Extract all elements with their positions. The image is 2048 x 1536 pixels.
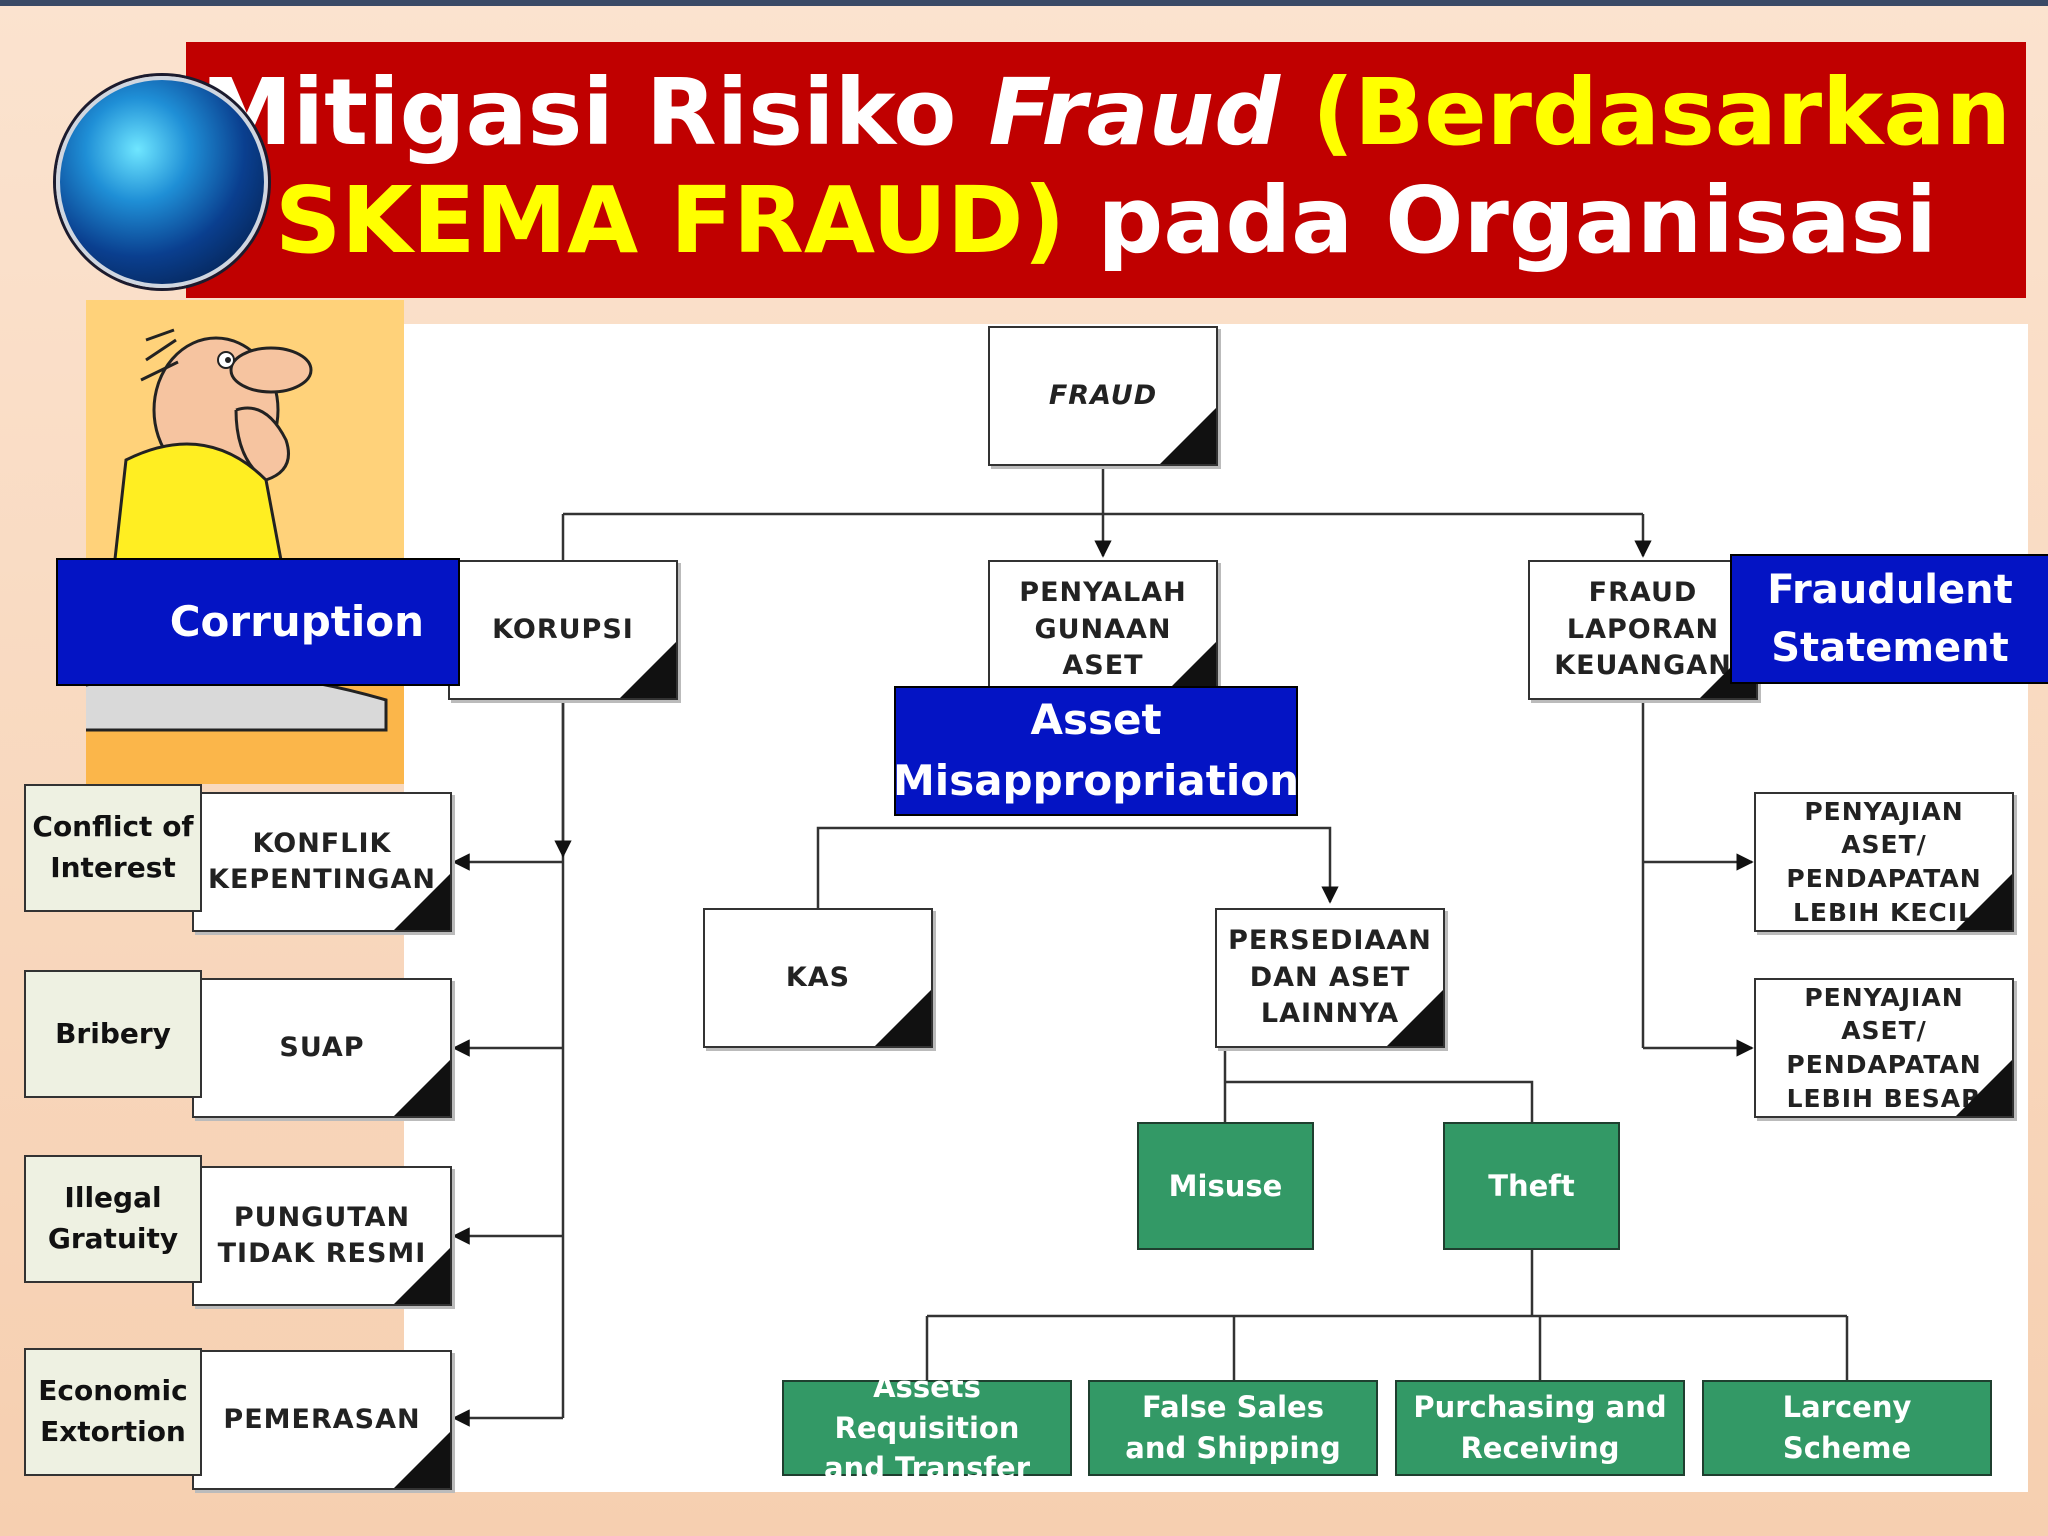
title-part-2: Fraud: [988, 59, 1281, 166]
box-misuse: Misuse: [1137, 1122, 1314, 1250]
label-asset-misappropriation: Asset Misappropriation: [893, 686, 1299, 816]
title-part-4: SKEMA FRAUD): [275, 167, 1066, 274]
title-line-2: SKEMA FRAUD) pada Organisasi: [186, 166, 2026, 276]
title-part-3: (Berdasarkan: [1280, 59, 2011, 166]
box-assets-requisition-transfer: Assets Requisition and Transfer: [782, 1370, 1072, 1485]
title-banner: Mitigasi Risiko Fraud (Berdasarkan SKEMA…: [186, 42, 2026, 298]
box-larceny-scheme: Larceny Scheme: [1702, 1380, 1992, 1476]
node-penyajian-lebih-kecil: PENYAJIAN ASET/ PENDAPATAN LEBIH KECIL: [1754, 792, 2014, 932]
box-theft: Theft: [1443, 1122, 1620, 1250]
node-fraud-laporan-keuangan: FRAUD LAPORAN KEUANGAN: [1528, 560, 1758, 700]
box-purchasing-receiving: Purchasing and Receiving: [1395, 1380, 1685, 1476]
node-konflik-kepentingan: KONFLIK KEPENTINGAN: [192, 792, 452, 932]
label-illegal-gratuity: Illegal Gratuity: [24, 1155, 202, 1283]
node-persediaan-aset-lainnya: PERSEDIAAN DAN ASET LAINNYA: [1215, 908, 1445, 1048]
node-pemerasan: PEMERASAN: [192, 1350, 452, 1490]
node-pungutan-tidak-resmi: PUNGUTAN TIDAK RESMI: [192, 1166, 452, 1306]
node-suap: SUAP: [192, 978, 452, 1118]
node-penyalahgunaan-aset: PENYALAH GUNAAN ASET: [988, 560, 1218, 700]
cartoon-illustration: [64, 300, 404, 784]
title-part-5: pada Organisasi: [1065, 167, 1937, 274]
top-border: [0, 0, 2048, 6]
label-corruption: Corruption: [56, 558, 460, 686]
title-line-1: Mitigasi Risiko Fraud (Berdasarkan: [186, 58, 2026, 168]
globe-icon: [56, 76, 268, 288]
node-penyajian-lebih-besar: PENYAJIAN ASET/ PENDAPATAN LEBIH BESAR: [1754, 978, 2014, 1118]
node-korupsi: KORUPSI: [448, 560, 678, 700]
node-fraud: FRAUD: [988, 326, 1218, 466]
label-conflict-of-interest: Conflict of Interest: [24, 784, 202, 912]
node-kas: KAS: [703, 908, 933, 1048]
label-fraudulent-statement: Fraudulent Statement: [1730, 554, 2048, 684]
title-part-1: Mitigasi Risiko: [201, 59, 989, 166]
label-economic-extortion: Economic Extortion: [24, 1348, 202, 1476]
box-false-sales-shipping: False Sales and Shipping: [1088, 1380, 1378, 1476]
label-bribery: Bribery: [24, 970, 202, 1098]
